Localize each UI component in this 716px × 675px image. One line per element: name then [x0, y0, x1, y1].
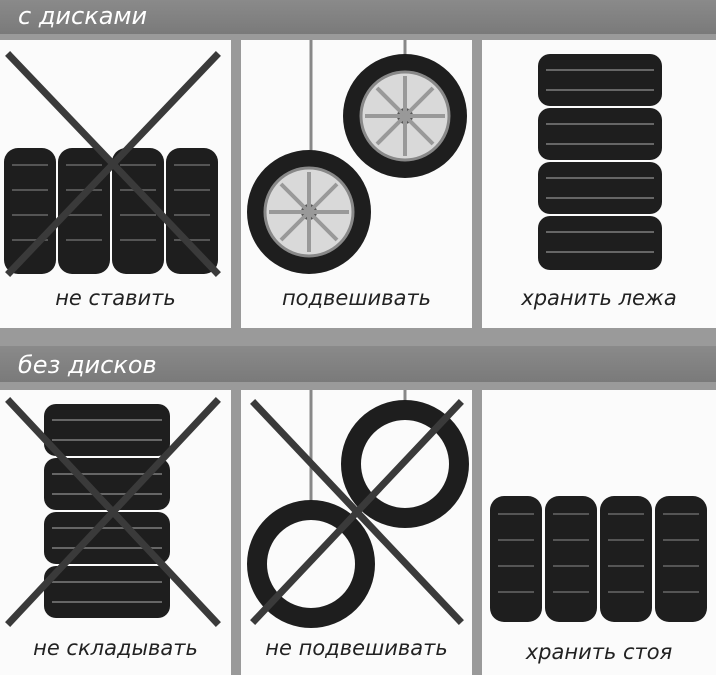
- panel-store-standing: хранить стоя: [482, 390, 716, 675]
- panel-caption: подвешивать: [281, 286, 432, 310]
- panel-do-not-stack: не складывать: [0, 390, 231, 675]
- hanging-tires-without-rims-icon: [247, 390, 469, 628]
- section-header-with-rims: с дисками: [0, 0, 716, 34]
- panel-caption: не ставить: [55, 286, 176, 310]
- tires-with-rims-standing-icon: [4, 51, 221, 277]
- panel-caption: не подвешивать: [265, 636, 448, 660]
- section-title: без дисков: [18, 351, 157, 379]
- panel-do-not-stand-with-rims: не ставить: [0, 40, 231, 328]
- panel-do-not-hang: не подвешивать: [241, 390, 472, 675]
- cross-mark-icon: [250, 399, 464, 625]
- panel-hang-with-rims: подвешивать: [241, 40, 472, 328]
- section-title: с дисками: [18, 2, 148, 30]
- stacked-tires-icon: [5, 397, 221, 627]
- stacked-tires-icon: [538, 54, 662, 270]
- hanging-wheels-with-rims-icon: [247, 40, 467, 274]
- cross-mark-icon: [5, 397, 221, 627]
- panel-store-lying: хранить лежа: [482, 40, 716, 328]
- panel-caption: хранить стоя: [525, 640, 673, 664]
- tires-standing-icon: [490, 496, 707, 622]
- panel-caption: не складывать: [33, 636, 198, 660]
- panel-caption: хранить лежа: [521, 286, 677, 310]
- cross-mark-icon: [5, 51, 221, 277]
- section-header-without-rims: без дисков: [0, 346, 716, 382]
